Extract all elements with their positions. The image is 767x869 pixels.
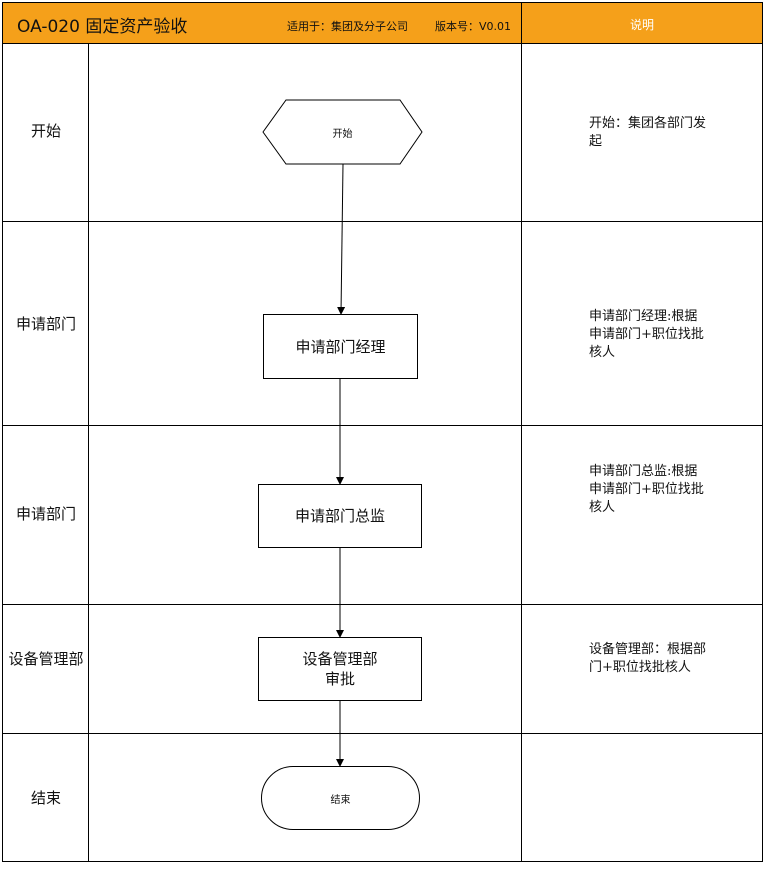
lane-label-equipment-dept: 设备管理部 [8, 650, 84, 668]
node-applicant-director: 申请部门总监 [258, 484, 422, 548]
lane-label-applicant-director: 申请部门 [15, 505, 76, 523]
lane-label-start: 开始 [30, 122, 61, 140]
lane-label-applicant-manager: 申请部门 [15, 315, 76, 333]
lane-divider [2, 604, 763, 605]
start-node-label: 开始 [332, 128, 353, 140]
document-title: OA-020 固定资产验收 [17, 17, 188, 37]
note-start: 开始：集团各部门发起 [589, 116, 707, 149]
arrow-start-to-manager [337, 163, 346, 315]
note-equipment-dept: 设备管理部：根据部门+职位找批核人 [589, 642, 707, 675]
node-equipment-approval: 设备管理部审批 [258, 637, 422, 701]
notes-divider [521, 44, 522, 862]
note-applicant-director: 申请部门总监:根据申请部门+职位找批核人 [589, 464, 704, 515]
lane-divider [2, 221, 763, 222]
description-header: 说明 [521, 2, 763, 44]
applies-to: 适用于：集团及分子公司 [287, 20, 408, 33]
header-bar: OA-020 固定资产验收 适用于：集团及分子公司 版本号：V0.01 [2, 2, 522, 44]
note-applicant-manager: 申请部门经理:根据申请部门+职位找批核人 [589, 309, 704, 360]
lane-divider [2, 425, 763, 426]
lane-label-divider [88, 44, 89, 862]
lane-divider [2, 733, 763, 734]
node-applicant-manager: 申请部门经理 [263, 314, 418, 379]
end-terminal: 结束 [261, 766, 420, 830]
start-hexagon [262, 99, 423, 165]
version-label: 版本号：V0.01 [435, 20, 512, 33]
description-heading: 说明 [629, 18, 654, 32]
lane-label-end: 结束 [30, 789, 61, 807]
